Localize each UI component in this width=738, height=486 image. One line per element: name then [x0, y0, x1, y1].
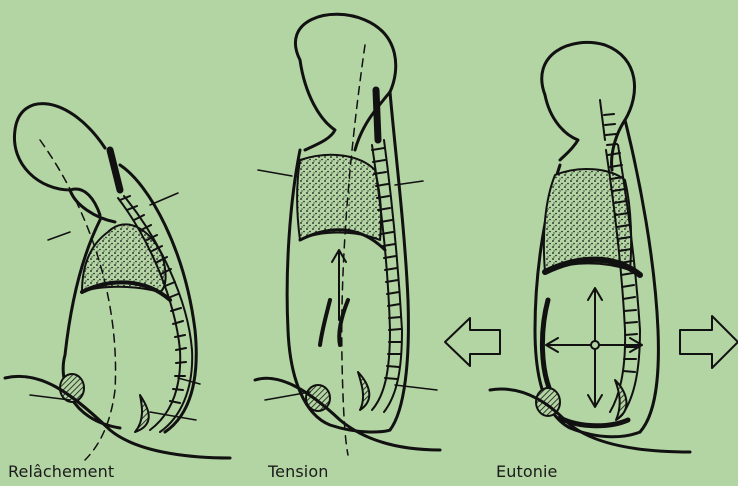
thorax [297, 155, 381, 240]
ground-line [5, 376, 230, 458]
figure-tension [255, 14, 440, 455]
thorax [544, 169, 631, 272]
ground-line [255, 378, 440, 450]
caption-eutonie: Eutonie [496, 462, 557, 481]
arrow-left [445, 318, 500, 366]
caption-relaxation: Relâchement [8, 462, 114, 481]
coccyx [135, 395, 149, 432]
head-outline [542, 42, 635, 170]
caption-tension: Tension [268, 462, 328, 481]
figure-relaxation [5, 104, 230, 460]
chin-line [70, 189, 100, 215]
spine [372, 90, 402, 412]
body-axis [342, 45, 365, 455]
figure-eutonie [445, 42, 738, 452]
coccyx [358, 372, 369, 410]
head-outline [14, 104, 115, 222]
arrow-right [680, 316, 738, 368]
chin-line [300, 60, 335, 150]
spine [110, 150, 192, 432]
chin-line [545, 95, 578, 160]
